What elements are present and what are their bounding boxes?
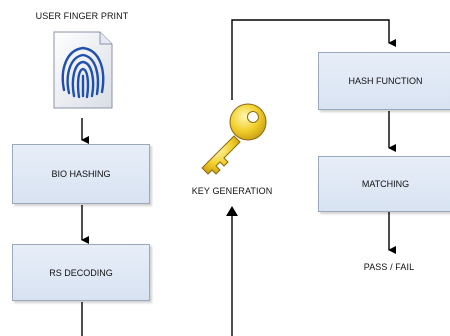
rs-decoding-label: RS DECODING — [49, 267, 113, 278]
line-key-to-hash-function — [231, 19, 396, 100]
matching-box: MATCHING — [318, 156, 450, 212]
matching-label: MATCHING — [361, 179, 410, 189]
user-fingerprint-label: USER FINGER PRINT — [35, 11, 129, 21]
bio-hashing-label: BIO HASHING — [51, 169, 111, 179]
key-icon — [190, 100, 272, 178]
hash-function-label: HASH FUNCTION — [348, 76, 423, 86]
hash-function-box: HASH FUNCTION — [318, 52, 450, 110]
pass-fail-label: PASS / FAIL — [363, 262, 415, 272]
bio-hashing-box: BIO HASHING — [12, 144, 150, 204]
key-generation-label: KEY GENERATION — [191, 186, 273, 196]
fingerprint-document-icon — [52, 30, 114, 110]
rs-decoding-box: RS DECODING — [12, 244, 150, 301]
